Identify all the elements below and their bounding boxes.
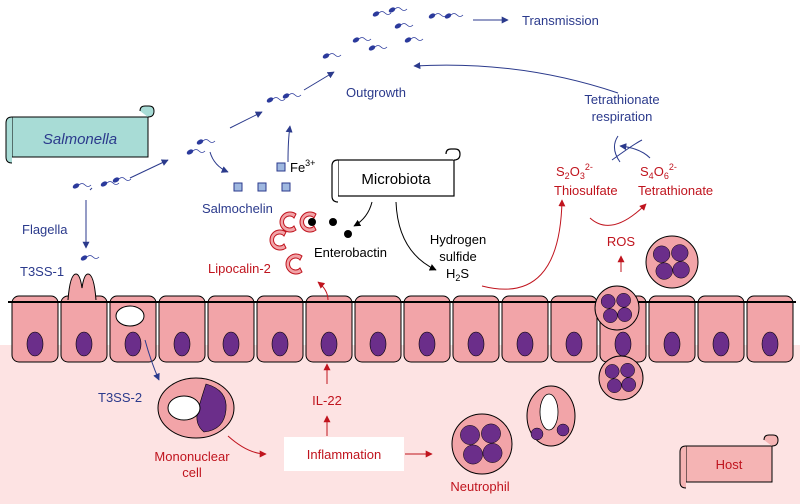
epithelial-cell bbox=[403, 295, 451, 363]
microbiota-arrows bbox=[353, 201, 437, 271]
iron-square bbox=[276, 162, 286, 172]
host-scroll: Host bbox=[679, 434, 779, 489]
hydrogen-sulfide-line1: Hydrogen bbox=[430, 232, 486, 247]
epithelial-cell bbox=[550, 295, 598, 363]
salmonella-bacterium bbox=[368, 45, 388, 51]
salmonella-scroll: Salmonella bbox=[5, 105, 155, 164]
salmonella-bacterium bbox=[428, 13, 448, 19]
epithelial-cell bbox=[60, 295, 108, 363]
salmonella-bacterium bbox=[404, 37, 424, 43]
neutrophil-label: Neutrophil bbox=[450, 479, 509, 494]
neutrophil bbox=[594, 285, 640, 331]
ros-label: ROS bbox=[607, 234, 636, 249]
epithelium-layer bbox=[8, 273, 796, 363]
lipocalin-enterobactin bbox=[269, 211, 352, 275]
invasion-cell bbox=[67, 273, 145, 327]
tetrathionate-label: Tetrathionate bbox=[638, 183, 713, 198]
lipocalin2-label: Lipocalin-2 bbox=[208, 261, 271, 276]
salmonella-bacterium bbox=[112, 177, 132, 183]
inflammation-box bbox=[284, 437, 404, 471]
thiosulfate-formula: S2O32- bbox=[556, 162, 593, 181]
neutrophil bbox=[451, 413, 513, 475]
salmonella-bacterium bbox=[186, 149, 206, 155]
outgrowth-arrows bbox=[82, 16, 651, 381]
outgrowth-label: Outgrowth bbox=[346, 85, 406, 100]
flagella-label: Flagella bbox=[22, 222, 68, 237]
salmonella-bacterium bbox=[444, 13, 464, 19]
salmonella-bacterium bbox=[266, 97, 286, 103]
salmonella-bacterium bbox=[388, 7, 408, 13]
salmochelin-label: Salmochelin bbox=[202, 201, 273, 216]
host-tissue-background bbox=[0, 345, 800, 504]
salmonella-bacterium bbox=[80, 255, 100, 261]
salmonella-bacterium bbox=[100, 181, 120, 187]
bacteria-group bbox=[72, 7, 464, 261]
neutrophil bbox=[645, 235, 699, 289]
salmonella-bacterium bbox=[394, 23, 414, 29]
tetrathionate-respiration-line2: respiration bbox=[592, 109, 653, 124]
salmonella-bacterium bbox=[372, 11, 392, 17]
epithelial-cell bbox=[746, 295, 794, 363]
salmochelin-molecules bbox=[233, 162, 291, 192]
salmonella-bacterium bbox=[72, 183, 92, 189]
host-response-arrows bbox=[227, 199, 647, 458]
salmonella-bacterium bbox=[352, 37, 372, 43]
il22-label: IL-22 bbox=[312, 393, 342, 408]
t3ss2-label: T3SS-2 bbox=[98, 390, 142, 405]
neutrophil-cells bbox=[451, 235, 699, 475]
salmonella-bacterium bbox=[322, 53, 342, 59]
epithelial-cell bbox=[207, 295, 255, 363]
phagocytosing-neutrophil bbox=[526, 385, 576, 447]
mononuclear-label-line2: cell bbox=[182, 465, 202, 480]
epithelial-cell bbox=[697, 295, 745, 363]
tetrathionate-respiration-line1: Tetrathionate bbox=[584, 92, 659, 107]
epithelial-cell bbox=[305, 295, 353, 363]
salmonella-label: Salmonella bbox=[43, 131, 117, 148]
microbiota-label: Microbiota bbox=[361, 171, 431, 188]
hydrogen-sulfide-line2: sulfide bbox=[439, 249, 477, 264]
host-label: Host bbox=[716, 457, 743, 472]
thiosulfate-label: Thiosulfate bbox=[554, 183, 618, 198]
mononuclear-cell bbox=[157, 377, 235, 439]
tetrathionate-formula: S4O62- bbox=[640, 162, 677, 181]
salmonella-bacterium bbox=[196, 139, 216, 145]
transmission-label: Transmission bbox=[522, 13, 599, 28]
mononuclear-label-line1: Mononuclear bbox=[154, 449, 230, 464]
epithelial-cell bbox=[11, 295, 59, 363]
epithelial-cell bbox=[648, 295, 696, 363]
microbiota-scroll: Microbiota bbox=[331, 148, 461, 203]
h2s-label: H2S bbox=[446, 266, 469, 283]
epithelial-cell bbox=[501, 295, 549, 363]
epithelial-cell bbox=[158, 295, 206, 363]
t3ss1-label: T3SS-1 bbox=[20, 264, 64, 279]
inflammation-label: Inflammation bbox=[307, 447, 381, 462]
salmonella-vacuole bbox=[115, 305, 145, 327]
epithelial-cell bbox=[256, 295, 304, 363]
neutrophil bbox=[598, 355, 644, 401]
salmonella-bacterium bbox=[282, 93, 302, 99]
enterobactin-label: Enterobactin bbox=[314, 245, 387, 260]
iron-label: Fe3+ bbox=[290, 158, 315, 175]
epithelial-cell bbox=[452, 295, 500, 363]
labels: Flagella T3SS-1 T3SS-2 Mononuclear cell … bbox=[20, 13, 713, 494]
epithelial-cell bbox=[354, 295, 402, 363]
